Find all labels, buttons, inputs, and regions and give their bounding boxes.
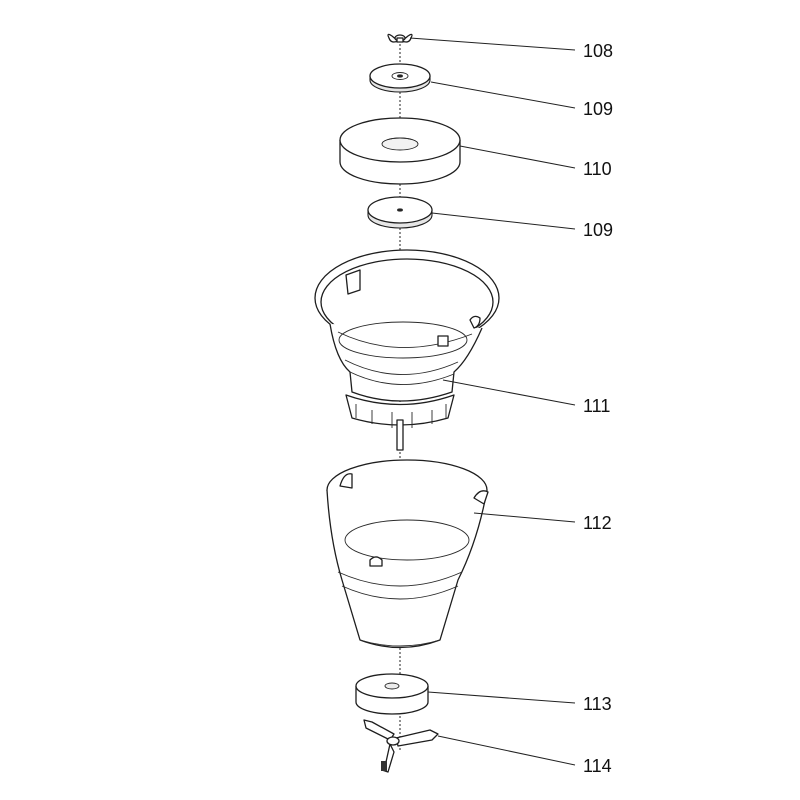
part-112-lower-bowl: [326, 459, 489, 649]
part-111-upper-basket: [314, 249, 500, 451]
part-109-lower-washer: [367, 196, 433, 229]
callout-110: 110: [583, 159, 612, 179]
part-109-upper-washer: [369, 63, 431, 93]
part-113-cylinder: [355, 673, 429, 715]
callout-113: 113: [583, 694, 612, 714]
callout-108: 108: [583, 41, 613, 61]
callout-112: 112: [583, 513, 612, 533]
callout-109-upper: 109: [583, 99, 613, 119]
part-108-wing-nut: [387, 33, 413, 43]
leader-lines: [409, 37, 576, 766]
part-110-disc: [339, 117, 461, 185]
callout-111: 111: [583, 396, 610, 416]
callout-114: 114: [583, 756, 612, 776]
part-114-tripod-base: [363, 719, 439, 773]
callout-109-lower: 109: [583, 220, 613, 240]
